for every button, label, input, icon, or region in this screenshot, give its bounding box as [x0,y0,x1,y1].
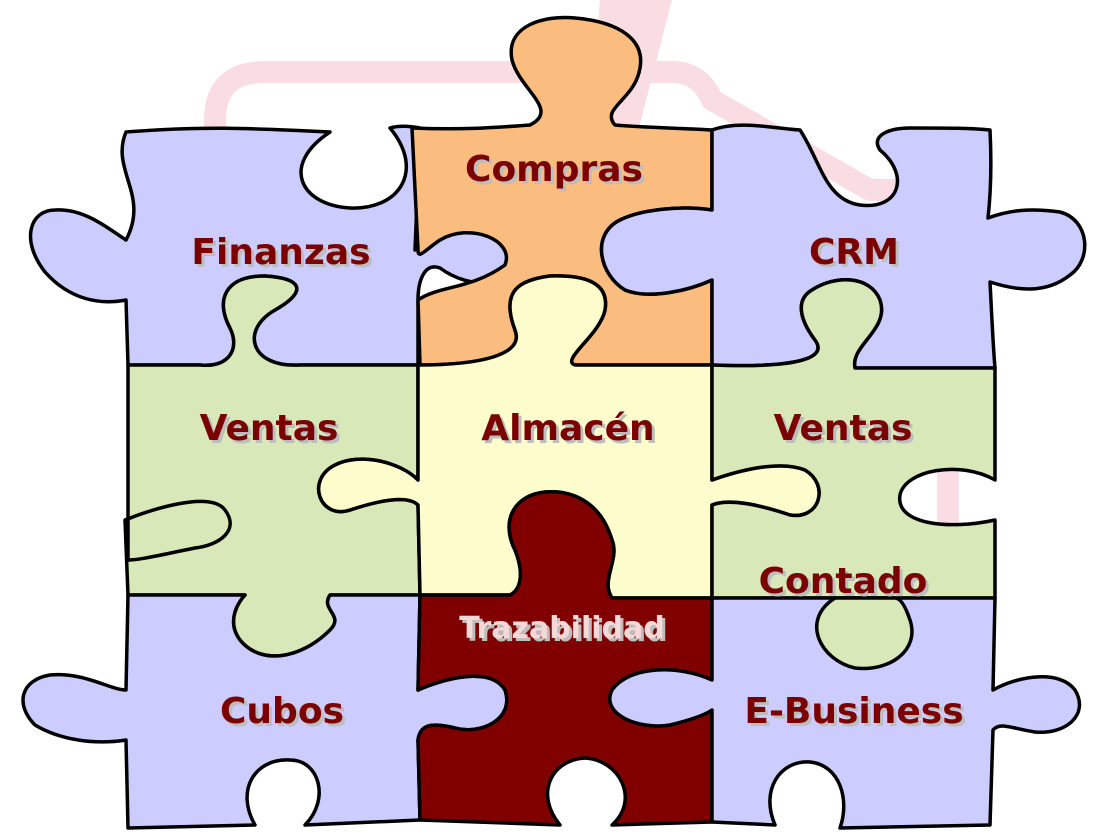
piece-contado-tab [815,596,914,671]
label-ventas-right: Ventas [774,408,913,449]
label-cubos: Cubos [220,691,344,732]
label-group-contado: Contado Contado [759,561,931,605]
label-shadow: Contado [762,564,931,605]
label-group-ebusiness: E-Business E-Business [744,691,966,735]
label-almacen: Almacén [481,408,654,449]
label-shadow: CRM [812,235,902,276]
label-group-almacen: Almacén Almacén [481,408,657,452]
label-shadow: Trazabilidad [462,614,667,649]
piece-ebusiness [608,596,1082,830]
label-group-finanzas: Finanzas Finanzas [191,232,373,276]
label-shadow: Compras [468,152,646,193]
label-shadow: Ventas [203,411,342,452]
background-arrow-outline [204,61,959,548]
label-group-compras: Compras Compras [465,149,646,193]
piece-ventas-right [710,278,997,600]
piece-crm [599,123,1087,370]
label-group-ventas-left: Ventas Ventas [200,408,342,452]
label-shadow: Cubos [223,694,347,735]
label-group-crm: CRM CRM [809,232,902,276]
label-group-trazabilidad: Trazabilidad Trazabilidad [459,611,667,649]
label-crm: CRM [809,232,899,273]
label-shadow: Ventas [777,411,916,452]
label-group-ventas-right: Ventas Ventas [774,408,916,452]
label-contado: Contado [759,561,928,602]
label-ventas-left: Ventas [200,408,339,449]
label-shadow: E-Business [747,694,966,735]
label-group-cubos: Cubos Cubos [220,691,347,735]
label-finanzas: Finanzas [191,232,370,273]
label-compras: Compras [465,149,643,190]
label-shadow: Finanzas [194,235,373,276]
label-trazabilidad: Trazabilidad [459,611,664,646]
label-ebusiness: E-Business [744,691,963,732]
label-shadow: Almacén [484,411,657,452]
